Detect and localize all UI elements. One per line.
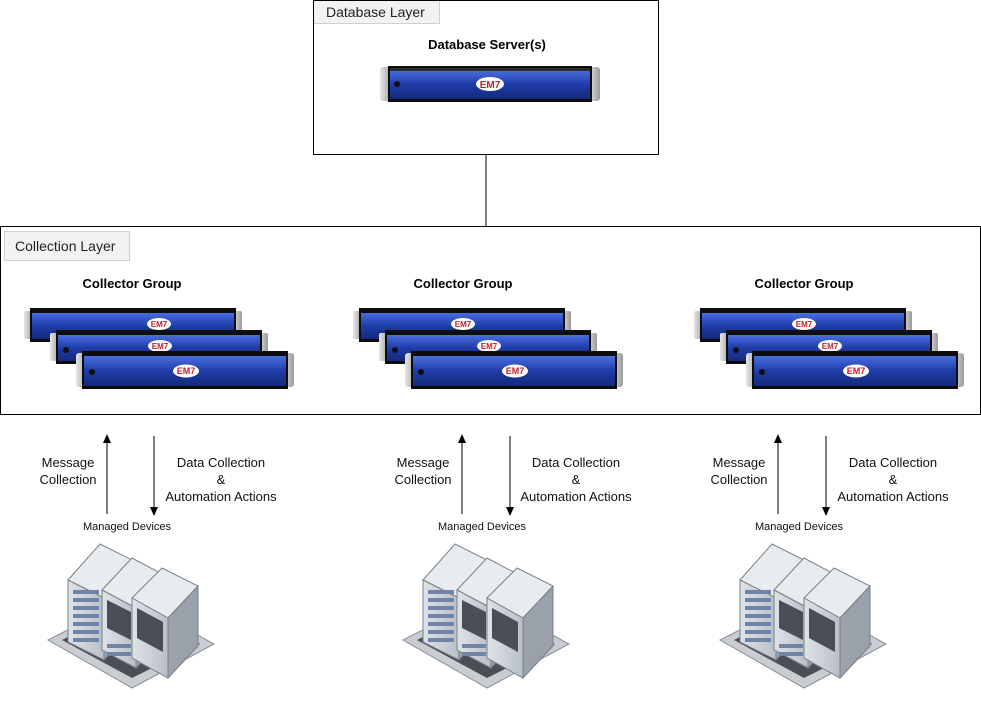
managed-devices-label: Managed Devices xyxy=(82,521,172,533)
message-collection-arrow xyxy=(774,434,782,514)
message-collection-arrow xyxy=(103,434,111,514)
data-collection-arrow xyxy=(506,436,514,516)
data-collection-arrow xyxy=(822,436,830,516)
svg-text:EM7: EM7 xyxy=(152,342,169,351)
message-collection-arrow xyxy=(458,434,466,514)
collector-group-heading: Collector Group xyxy=(82,276,182,291)
svg-text:EM7: EM7 xyxy=(455,320,472,329)
svg-text:EM7: EM7 xyxy=(822,342,839,351)
collector-group-heading: Collector Group xyxy=(754,276,854,291)
collector-stack-3: EM7 EM7 EM7 xyxy=(694,308,964,389)
server-rack-icon xyxy=(46,543,216,689)
server-rack-icon xyxy=(718,543,888,689)
database-layer-box: Database Layer Database Server(s) xyxy=(313,0,659,155)
message-collection-label: Message Collection xyxy=(39,455,97,487)
data-collection-label: Data Collection & Automation Actions xyxy=(165,455,277,504)
message-collection-label: Message Collection xyxy=(394,455,452,487)
collector-group-heading: Collector Group xyxy=(413,276,513,291)
svg-text:EM7: EM7 xyxy=(481,342,498,351)
svg-text:EM7: EM7 xyxy=(847,366,866,376)
data-collection-label: Data Collection & Automation Actions xyxy=(837,455,949,504)
collector-server-unit: EM7 xyxy=(746,351,964,389)
svg-text:EM7: EM7 xyxy=(796,320,813,329)
database-server-icon: EM7 xyxy=(380,66,600,102)
message-collection-label: Message Collection xyxy=(710,455,768,487)
data-collection-arrow xyxy=(150,436,158,516)
server-rack-icon xyxy=(401,543,571,689)
collector-server-unit: EM7 xyxy=(76,351,294,389)
layer-connector-line xyxy=(485,155,487,227)
data-collection-label: Data Collection & Automation Actions xyxy=(520,455,632,504)
collection-layer-tab: Collection Layer xyxy=(4,231,131,261)
svg-text:EM7: EM7 xyxy=(177,366,196,376)
database-server-heading: Database Server(s) xyxy=(428,37,546,52)
svg-text:EM7: EM7 xyxy=(151,320,168,329)
collector-stack-1: EM7 EM7 EM7 xyxy=(24,308,294,389)
svg-text:EM7: EM7 xyxy=(506,366,525,376)
managed-devices-label: Managed Devices xyxy=(437,521,527,533)
database-layer-tab: Database Layer xyxy=(314,1,440,24)
managed-devices-label: Managed Devices xyxy=(754,521,844,533)
collector-server-unit: EM7 xyxy=(405,351,623,389)
database-server-logo: EM7 xyxy=(480,80,501,91)
collector-stack-2: EM7 EM7 EM7 xyxy=(353,308,623,389)
